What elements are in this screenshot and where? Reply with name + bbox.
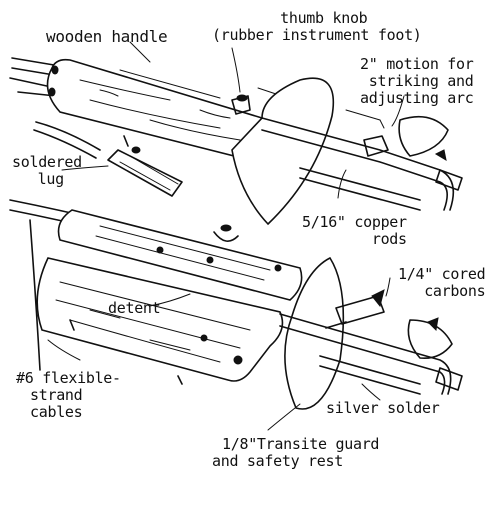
- label-detent: detent: [108, 299, 161, 317]
- label-copper-rods: 5/16" copper rods: [302, 213, 407, 248]
- label-silver-solder: silver solder: [326, 399, 440, 417]
- label-soldered-lug: soldered lug: [12, 153, 82, 188]
- label-cored-carbons: 1/4" cored carbons: [398, 265, 486, 300]
- lug-shape: [33, 121, 183, 197]
- bottom-handle-upper: [57, 209, 303, 301]
- bottom-handle-lower: [36, 257, 284, 382]
- label-cables: #6 flexible- strand cables: [16, 369, 121, 421]
- top-guard-shape: [231, 77, 334, 226]
- label-motion: 2" motion for striking and adjusting arc: [360, 55, 474, 107]
- label-transite-guard: 1/8"Transite guard and safety rest: [212, 435, 380, 470]
- top-carbons: [398, 115, 463, 191]
- bottom-carbons: [371, 289, 463, 391]
- label-thumb-knob: thumb knob (rubber instrument foot): [212, 9, 422, 44]
- screws: [69, 224, 282, 385]
- wooden-handle-shape: [46, 58, 266, 161]
- transite-guard-shape: [284, 256, 345, 410]
- thumb-knob-shape: [231, 87, 277, 115]
- label-wooden-handle: wooden handle: [46, 27, 168, 46]
- bottom-copper-rods: [279, 295, 452, 395]
- leader-lines: [47, 41, 405, 431]
